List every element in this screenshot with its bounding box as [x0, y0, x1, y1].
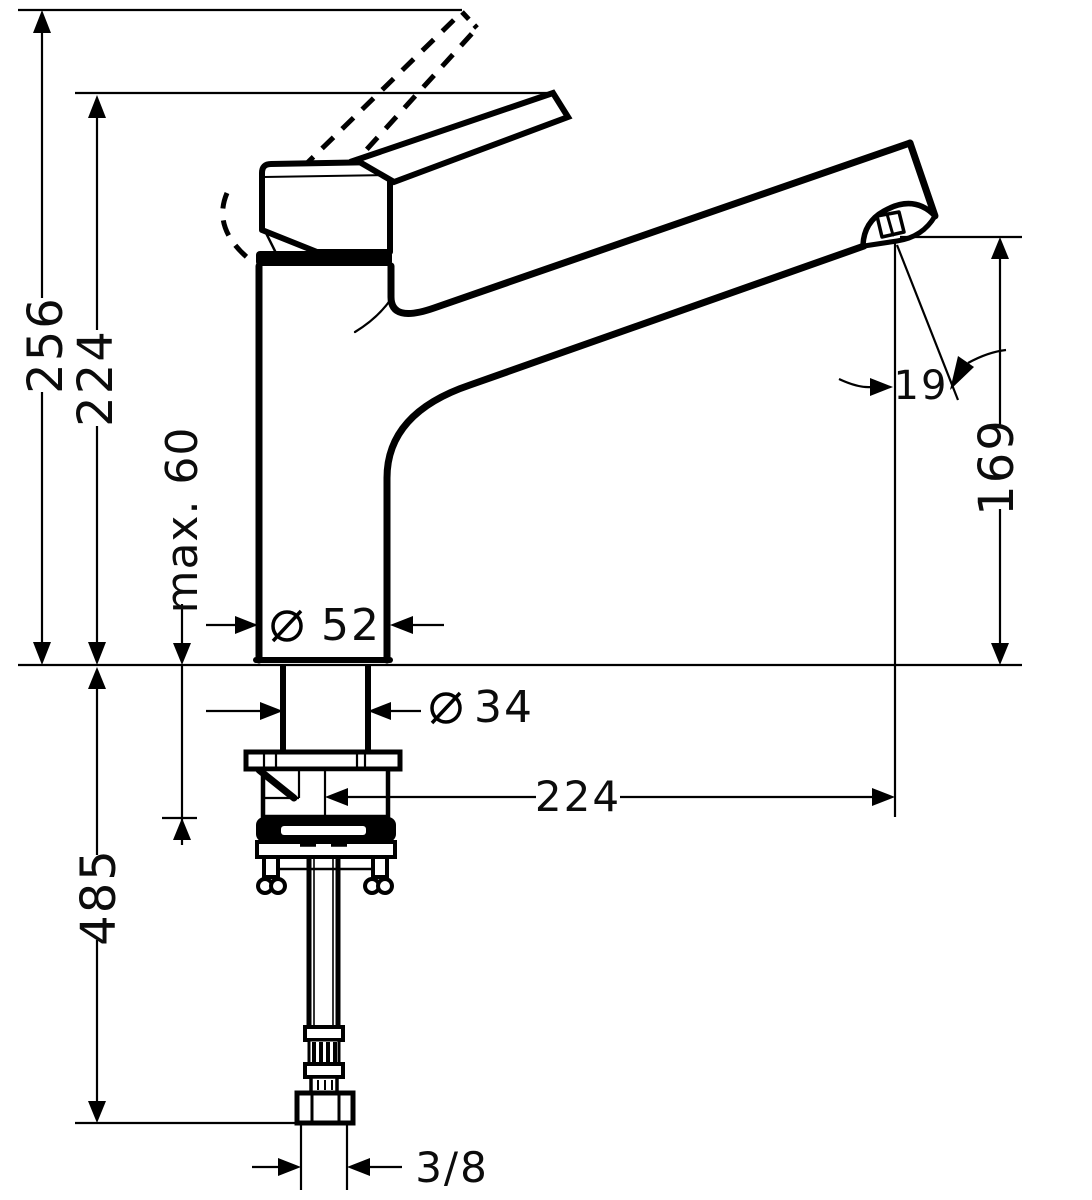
handle-base	[259, 159, 393, 256]
handle-lever	[348, 89, 573, 186]
screw-foot	[269, 877, 287, 895]
arrowhead-left	[368, 702, 391, 720]
dim-label-hose-length: 485	[71, 848, 127, 946]
dim-label-outlet-height: 169	[969, 418, 1025, 516]
arrowhead-up	[33, 10, 51, 33]
dim-label-height-open: 256	[18, 296, 74, 394]
dim-outlet-offset	[838, 348, 1007, 396]
dim-label-shank-diameter: 34	[474, 682, 534, 733]
arrowhead-up	[88, 667, 106, 689]
mounting-shank	[280, 665, 371, 752]
dim-shank-diameter	[206, 691, 462, 725]
clamp-washer	[255, 840, 397, 859]
dim-hose-length	[88, 667, 106, 1123]
arrowhead-up	[991, 237, 1009, 259]
ext-line-outlet-slant	[895, 244, 960, 401]
diameter-icon	[271, 609, 303, 643]
spout-body-seam	[353, 297, 393, 334]
screw-foot	[376, 877, 394, 895]
arrowhead-right	[278, 1158, 301, 1176]
arrowhead-down	[88, 1101, 106, 1123]
arrowhead-left	[347, 1158, 370, 1176]
dim-outlet-height	[991, 237, 1009, 665]
dim-height-lever-closed	[88, 95, 106, 665]
mounting-hardware	[255, 766, 391, 820]
clamp-bracket	[256, 855, 394, 895]
arrowhead-up	[173, 818, 191, 840]
arrowhead-right	[870, 378, 893, 396]
arrowhead-left	[390, 616, 413, 634]
arrowhead-right	[260, 702, 283, 720]
spout-tip-face	[906, 139, 939, 220]
spout-bottom-edge	[383, 242, 868, 664]
arrowhead-up	[88, 95, 106, 118]
arrowhead-down	[33, 642, 51, 665]
gasket-seal	[256, 817, 396, 842]
supply-pipe	[306, 857, 341, 1027]
dim-height-lever-open	[33, 10, 51, 665]
dim-label-spout-reach: 224	[534, 772, 622, 821]
arrowhead-right	[872, 788, 895, 806]
dim-label-height-closed: 224	[68, 329, 124, 427]
dim-supply-connection	[252, 1158, 402, 1176]
diameter-icon	[430, 691, 462, 725]
arrowhead-left	[325, 788, 348, 806]
aerator	[860, 200, 938, 249]
handle-joint-band	[256, 251, 392, 266]
dim-max-deck-thickness	[173, 604, 191, 845]
spout-top-edge	[387, 139, 914, 317]
arrowhead-down	[173, 643, 191, 665]
dim-body-diameter	[206, 609, 444, 643]
dim-label-max-deck: max. 60	[157, 426, 208, 614]
extension-lines	[18, 8, 1022, 1190]
dim-label-body-diameter: 52	[321, 600, 381, 651]
dim-spout-reach	[325, 788, 895, 806]
connection-nut	[294, 1090, 356, 1126]
mounting-flange	[243, 749, 403, 772]
handle-lever-raised-dashed	[220, 10, 479, 261]
arrowhead-down	[991, 643, 1009, 665]
arrowhead-slant	[950, 356, 974, 390]
arrowhead-down	[88, 642, 106, 665]
dim-label-connection: 3/8	[415, 1143, 489, 1192]
arrowhead-right	[235, 616, 258, 634]
faucet-body-and-spout	[253, 139, 939, 664]
dim-label-outlet-offset: 19	[893, 363, 949, 409]
compression-fitting	[303, 1025, 345, 1095]
